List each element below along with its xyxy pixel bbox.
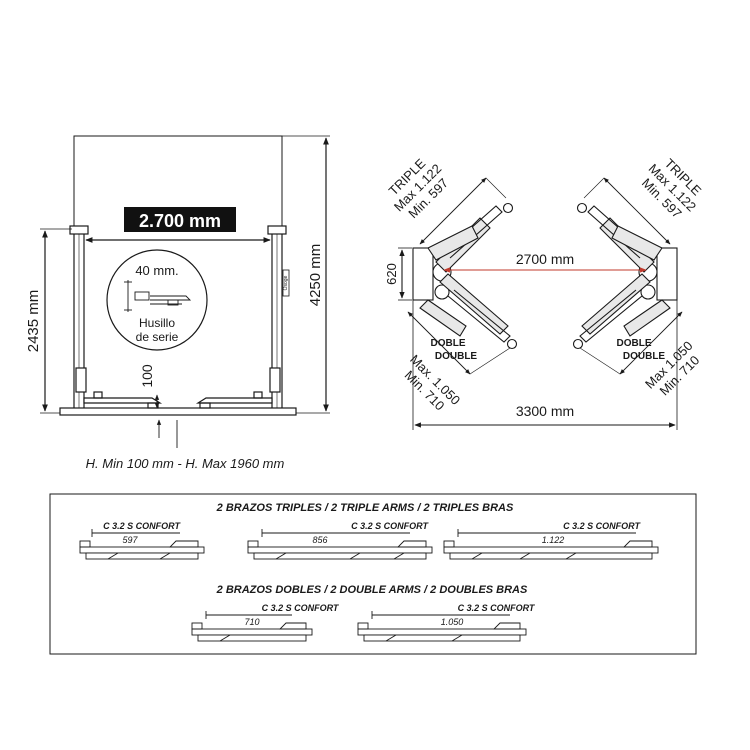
right-doble-label: DOBLE — [617, 338, 652, 349]
triple-arm-model: C 3.2 S CONFORT — [351, 521, 429, 531]
arm-table-frame — [49, 493, 697, 655]
right-double-label: DOUBLE — [623, 351, 666, 362]
spindle-detail-drawing — [124, 280, 192, 312]
double-arm-item: C 3.2 S CONFORT 1.050 — [357, 603, 536, 642]
arm-table: 2 BRAZOS TRIPLES / 2 TRIPLE ARMS / 2 TRI… — [49, 493, 697, 655]
right-double-dimension-labels: Max 1.050 Min. 710 — [642, 338, 702, 398]
triple-arm-item: C 3.2 S CONFORT 1.122 — [443, 521, 659, 560]
left-double-dimension — [407, 311, 471, 375]
double-arm-item: C 3.2 S CONFORT 710 — [191, 603, 340, 642]
double-arm-model: C 3.2 S CONFORT — [458, 603, 536, 613]
left-double-label: DOUBLE — [435, 351, 478, 362]
left-column — [69, 225, 89, 413]
column-depth-label: 620 — [384, 263, 399, 285]
triple-arm-item: C 3.2 S CONFORT 856 — [247, 521, 433, 560]
base-plate — [59, 407, 297, 416]
triple-arms-heading: 2 BRAZOS TRIPLES / 2 TRIPLE ARMS / 2 TRI… — [216, 502, 514, 514]
width-label-box — [124, 207, 236, 232]
detail-caption-line1: Husillo — [139, 316, 175, 330]
left-triple-arm — [427, 202, 514, 273]
total-height-label: 4250 mm — [307, 244, 324, 307]
detail-size-label: 40 mm. — [135, 263, 178, 278]
left-arm-front — [83, 391, 163, 409]
triple-arm-item: C 3.2 S CONFORT 597 — [79, 521, 205, 560]
right-double-dimension — [619, 311, 683, 375]
right-triple-arm — [576, 202, 663, 273]
triple-arm-length: 856 — [312, 535, 327, 545]
overall-width-label: 3300 mm — [516, 403, 574, 419]
front-view — [40, 135, 330, 448]
left-doble-label: DOBLE — [431, 338, 466, 349]
brand-tag: Osoge — [283, 275, 289, 290]
right-triple-dimension — [603, 177, 671, 245]
right-column-plan — [656, 247, 678, 301]
double-arms-heading: 2 BRAZOS DOBLES / 2 DOUBLE ARMS / 2 DOUB… — [216, 584, 528, 596]
double-arm-length: 1.050 — [441, 617, 464, 627]
width-label: 2.700 mm — [139, 211, 221, 231]
left-triple-dimension — [419, 177, 487, 245]
right-arm-front — [195, 391, 273, 409]
double-arm-length: 710 — [244, 617, 259, 627]
center-width-label: 2700 mm — [516, 251, 574, 267]
pad-height-label: 100 — [139, 364, 155, 388]
triple-arm-length: 1.122 — [542, 535, 565, 545]
left-column-plan — [412, 247, 434, 301]
double-arm-model: C 3.2 S CONFORT — [262, 603, 340, 613]
left-triple-labels: TRIPLE Max 1.122 Min. 597 — [386, 155, 452, 221]
triple-arm-model: C 3.2 S CONFORT — [563, 521, 641, 531]
triple-arm-length: 597 — [122, 535, 138, 545]
height-range-label: H. Min 100 mm - H. Max 1960 mm — [86, 456, 285, 471]
detail-caption-line2: de serie — [136, 330, 179, 344]
right-column — [267, 225, 290, 413]
column-height-label: 2435 mm — [25, 290, 42, 353]
top-view — [398, 177, 683, 430]
triple-arm-model: C 3.2 S CONFORT — [103, 521, 181, 531]
right-triple-labels: TRIPLE Max 1.122 Min. 597 — [639, 156, 705, 222]
